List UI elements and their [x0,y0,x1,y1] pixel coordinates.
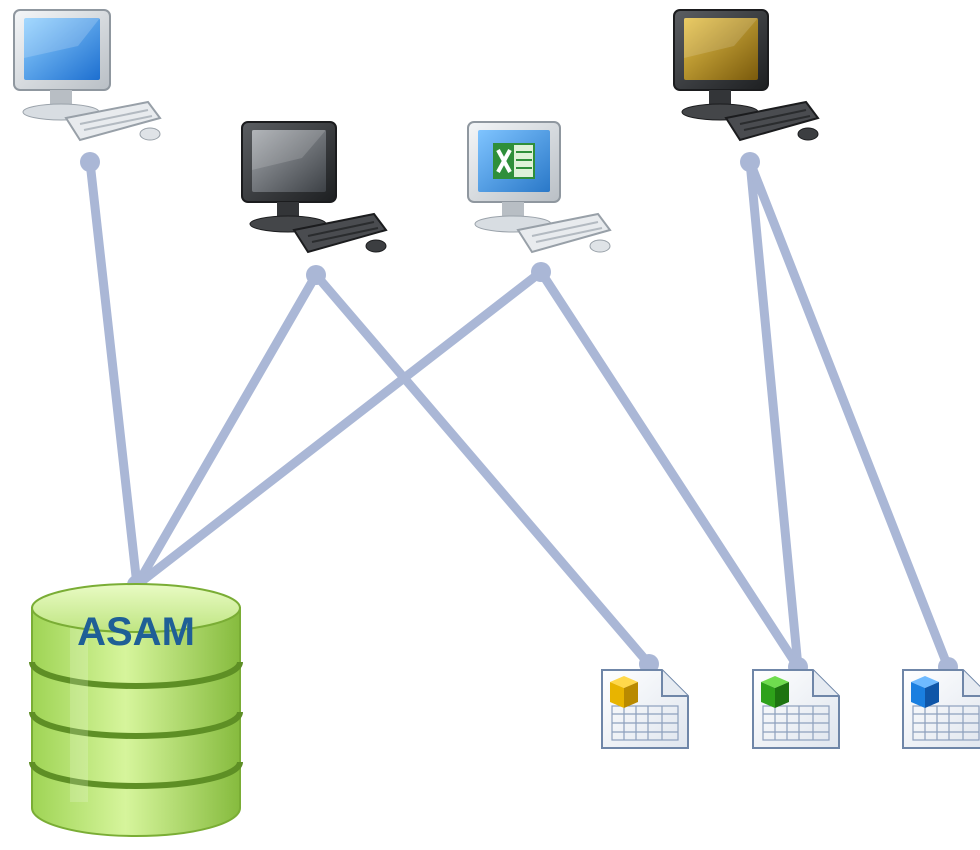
spreadsheet-file-icon[interactable] [752,669,840,749]
database-label: ASAM [77,610,195,654]
connection-pc-gold-to-file-blue [745,157,953,672]
connection-lines [85,157,953,672]
connection-pc-excel-to-file-green [536,267,803,672]
spreadsheet-file-icon[interactable] [601,669,689,749]
database-ring [29,661,243,689]
database-ring [29,761,243,789]
cube-icon [911,676,939,708]
database-cylinder-icon[interactable]: ASAM [29,583,243,837]
computer-icon[interactable] [241,121,388,254]
computer-icon[interactable] [13,9,162,142]
connection-pc-gold-to-file-green [745,157,803,672]
excel-logo-icon [493,143,535,179]
computer-icon[interactable] [467,121,612,254]
connection-pc-dark-to-database [132,270,321,590]
cube-icon [610,676,638,708]
database-top [31,583,241,633]
endpoint-dot [531,262,551,282]
database-ring [29,711,243,739]
cube-icon [761,676,789,708]
spreadsheet-file-icon[interactable] [902,669,980,749]
connection-pc-excel-to-database [132,267,546,590]
computer-icon[interactable] [673,9,820,142]
connection-pc-dark-to-file-yellow [311,270,654,669]
connection-pc-blue-to-database [85,157,142,590]
endpoint-dot [306,265,326,285]
endpoint-dot [740,152,760,172]
endpoint-dot [80,152,100,172]
